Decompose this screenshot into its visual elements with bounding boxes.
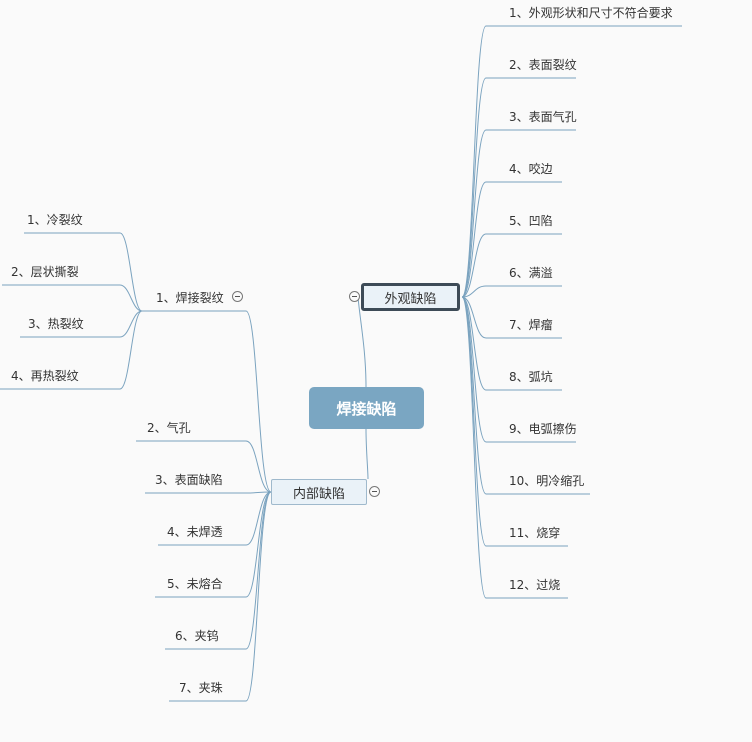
branch-external[interactable]: 外观缺陷 <box>361 283 460 311</box>
external-connector-2 <box>461 77 576 298</box>
root-to-internal-line <box>365 428 369 480</box>
internal-item-4[interactable]: 4、未焊透 <box>167 525 223 539</box>
external-item-4[interactable]: 4、咬边 <box>509 162 553 176</box>
branch-internal-label: 内部缺陷 <box>292 486 345 502</box>
crack-item-1[interactable]: 1、冷裂纹 <box>27 213 83 227</box>
internal-item-1[interactable]: 1、焊接裂纹 <box>156 291 224 305</box>
collapse-internal-icon[interactable] <box>369 486 380 497</box>
internal-connector-4 <box>158 491 272 546</box>
internal-connector-3 <box>145 491 272 494</box>
external-item-5[interactable]: 5、凹陷 <box>509 214 553 228</box>
external-item-10[interactable]: 10、明冷缩孔 <box>509 474 585 488</box>
internal-item-7[interactable]: 7、夹珠 <box>179 681 223 695</box>
external-connector-5 <box>461 233 562 298</box>
branch-external-label: 外观缺陷 <box>384 291 437 307</box>
crack-connector-4 <box>0 310 143 390</box>
internal-connector-2 <box>136 440 272 493</box>
internal-item-3[interactable]: 3、表面缺陷 <box>155 473 223 487</box>
external-item-1[interactable]: 1、外观形状和尺寸不符合要求 <box>509 6 673 20</box>
crack-connector-2 <box>2 284 143 312</box>
crack-connector-3 <box>20 310 143 338</box>
external-connector-1 <box>461 25 682 298</box>
internal-item-6[interactable]: 6、夹钨 <box>175 629 219 643</box>
crack-connector-1 <box>24 232 143 312</box>
external-item-11[interactable]: 11、烧穿 <box>509 526 561 540</box>
branch-internal[interactable]: 内部缺陷 <box>271 479 367 505</box>
external-item-3[interactable]: 3、表面气孔 <box>509 110 577 124</box>
collapse-external-icon[interactable] <box>349 291 360 302</box>
external-item-9[interactable]: 9、电弧擦伤 <box>509 422 577 436</box>
external-connector-8 <box>461 296 562 391</box>
external-connector-6 <box>461 285 562 298</box>
internal-item-2[interactable]: 2、气孔 <box>147 421 191 435</box>
crack-item-2[interactable]: 2、层状撕裂 <box>11 265 79 279</box>
external-connector-3 <box>461 129 576 298</box>
external-item-2[interactable]: 2、表面裂纹 <box>509 58 577 72</box>
external-item-8[interactable]: 8、弧坑 <box>509 370 553 384</box>
crack-item-4[interactable]: 4、再热裂纹 <box>11 369 79 383</box>
root-label: 焊接缺陷 <box>336 399 397 418</box>
internal-connector-7 <box>169 491 272 702</box>
internal-connector-6 <box>165 491 272 650</box>
external-item-12[interactable]: 12、过烧 <box>509 578 561 592</box>
internal-item-5[interactable]: 5、未熔合 <box>167 577 223 591</box>
external-connector-7 <box>461 296 562 339</box>
external-connector-12 <box>461 296 568 599</box>
external-item-7[interactable]: 7、焊瘤 <box>509 318 553 332</box>
external-connector-4 <box>461 181 562 298</box>
root-to-external-line <box>357 296 367 388</box>
root-node[interactable]: 焊接缺陷 <box>309 387 424 429</box>
external-connector-10 <box>461 296 590 495</box>
external-item-6[interactable]: 6、满溢 <box>509 266 553 280</box>
internal-connector-5 <box>155 491 272 598</box>
crack-item-3[interactable]: 3、热裂纹 <box>28 317 84 331</box>
collapse-crack-icon[interactable] <box>232 291 243 302</box>
internal-connector-1 <box>142 310 272 493</box>
